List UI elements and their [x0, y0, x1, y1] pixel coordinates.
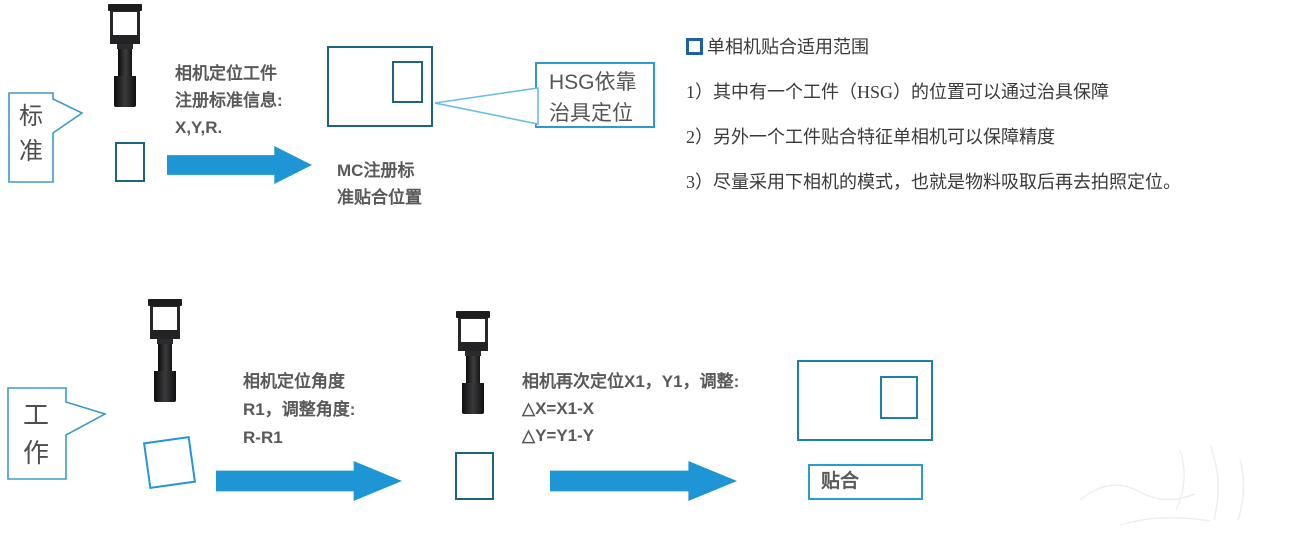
flow-arrow-right	[167, 146, 312, 184]
note-line: R-R1	[243, 428, 283, 447]
work-callout: 工作	[7, 387, 109, 481]
note-line: R1，调整角度:	[243, 400, 356, 419]
flow-arrow-right	[550, 461, 737, 501]
note-line: △Y=Y1-Y	[522, 426, 595, 445]
camera-icon	[147, 299, 183, 402]
note-line: 注册标准信息:	[175, 91, 283, 110]
component-slot-outline	[880, 376, 918, 419]
note-line: △X=X1-X	[522, 399, 595, 418]
camera-head	[150, 306, 180, 330]
camera-icon	[107, 4, 143, 107]
note-line: 相机定位角度	[243, 372, 345, 391]
workpiece-outline	[455, 452, 494, 500]
camera-lens-tube	[118, 49, 132, 76]
camera-cap	[148, 299, 182, 306]
component-slot-outline	[392, 61, 423, 103]
camera-lens-tube	[466, 356, 480, 383]
note-line: 相机再次定位X1，Y1，调整:	[522, 372, 740, 391]
hsg-callout: HSG依靠 治具定位	[535, 62, 655, 128]
hsg-callout-line: HSG依靠	[549, 71, 637, 94]
standard-step-note: 相机定位工件 注册标准信息: X,Y,R.	[175, 60, 283, 141]
camera-neck	[465, 351, 481, 356]
standard-callout-label: 标准	[19, 103, 43, 165]
camera-icon	[455, 311, 491, 414]
assembly-target-outline	[797, 360, 933, 441]
camera-band	[110, 35, 140, 44]
camera-neck	[117, 44, 133, 49]
standard-callout: 标准	[8, 92, 88, 184]
camera-lens-tube	[158, 344, 172, 371]
info-item: 3）尽量采用下相机的模式，也就是物料吸取后再去拍照定位。	[686, 172, 1181, 192]
info-panel-title-row: 单相机贴合适用范围	[686, 33, 1181, 59]
camera-band	[458, 342, 488, 351]
paste-label-box: 贴合	[808, 464, 923, 500]
camera-head	[458, 318, 488, 342]
info-panel: 单相机贴合适用范围 1）其中有一个工件（HSG）的位置可以通过治具保障 2）另外…	[686, 33, 1181, 194]
speech-bubble-shape	[7, 387, 108, 480]
camera-lens-base	[462, 383, 484, 414]
info-item: 1）其中有一个工件（HSG）的位置可以通过治具保障	[686, 82, 1110, 102]
camera-lens-base	[154, 371, 176, 402]
info-panel-title: 单相机贴合适用范围	[707, 37, 869, 57]
flow-arrow-right	[216, 461, 402, 501]
watermark-smudge	[1079, 444, 1245, 526]
camera-cap	[456, 311, 490, 318]
work-callout-label: 工作	[23, 400, 50, 468]
camera-band	[150, 330, 180, 339]
info-item: 2）另外一个工件贴合特征单相机可以保障精度	[686, 127, 1055, 147]
note-line: X,Y,R.	[175, 118, 223, 137]
hsg-callout-line: 治具定位	[549, 102, 633, 125]
work-angle-note: 相机定位角度 R1，调整角度: R-R1	[243, 368, 355, 452]
camera-lens-base	[114, 76, 136, 107]
camera-cap	[108, 4, 142, 11]
mc-register-note: MC注册标 准贴合位置	[337, 157, 422, 211]
note-line: MC注册标	[337, 161, 415, 180]
work-position-note: 相机再次定位X1，Y1，调整: △X=X1-X △Y=Y1-Y	[522, 368, 739, 449]
workpiece-outline	[115, 142, 145, 182]
speech-bubble-shape	[8, 92, 84, 183]
rotated-workpiece-outline	[142, 435, 197, 490]
square-bullet-icon	[686, 37, 703, 55]
callout-pointer-wedge	[435, 87, 539, 125]
camera-neck	[157, 339, 173, 344]
note-line: 相机定位工件	[175, 64, 277, 83]
camera-head	[110, 11, 140, 35]
assembly-target-outline	[327, 46, 433, 127]
note-line: 准贴合位置	[337, 188, 422, 207]
